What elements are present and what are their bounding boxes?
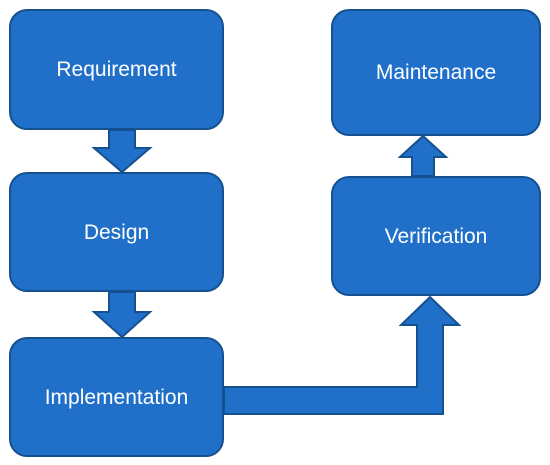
node-maintenance-label: Maintenance — [375, 61, 497, 84]
node-implementation: Implementation — [9, 337, 224, 457]
node-verification: Verification — [331, 176, 541, 296]
node-implementation-label: Implementation — [44, 385, 189, 409]
node-requirement-label: Requirement — [56, 58, 177, 81]
node-requirement: Requirement — [9, 9, 224, 130]
arrow-verification-to-maintenance — [397, 134, 449, 177]
arrow-requirement-to-design — [91, 129, 153, 174]
arrow-design-to-implementation — [91, 291, 153, 339]
arrow-implementation-to-verification — [223, 295, 462, 415]
node-verification-label: Verification — [384, 224, 488, 248]
node-design-label: Design — [83, 220, 150, 244]
node-maintenance: Maintenance — [331, 9, 541, 136]
node-design: Design — [9, 172, 224, 292]
